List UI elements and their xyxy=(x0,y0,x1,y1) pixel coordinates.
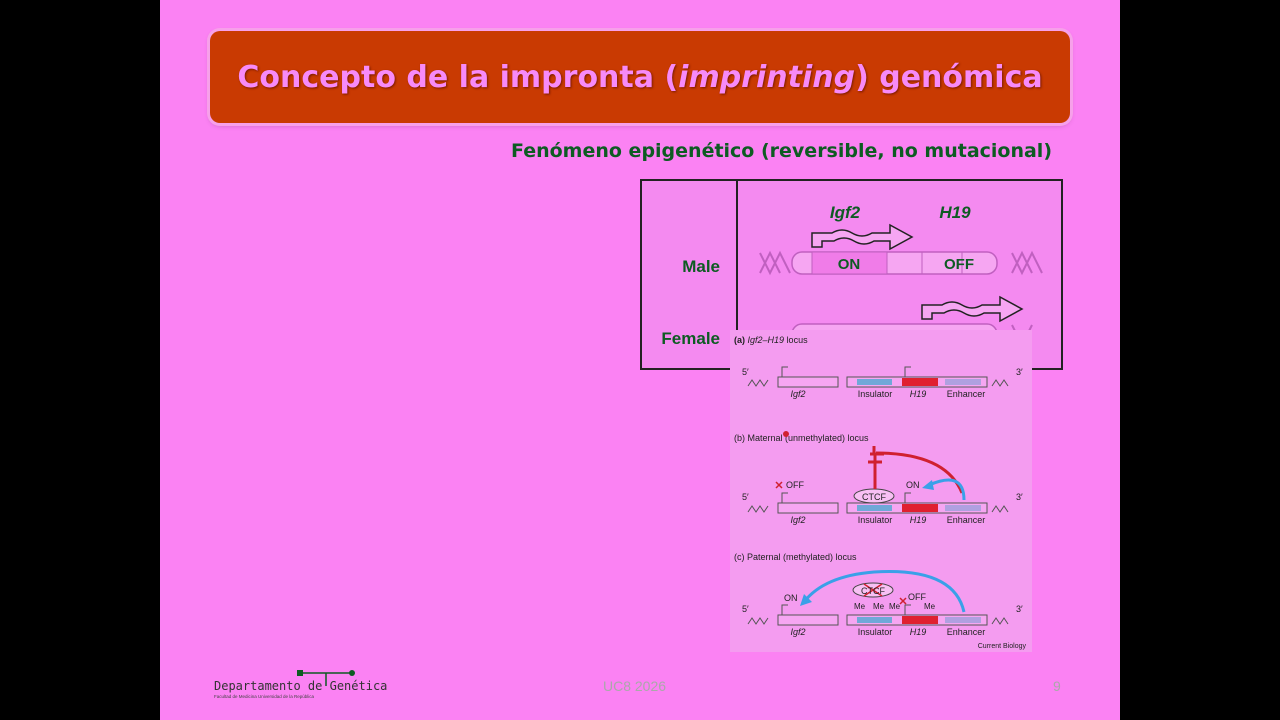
panel-b-igf2-off: OFF xyxy=(786,480,804,490)
panel-c-ctcf: CTCF xyxy=(861,586,885,596)
panel-c-insulator-label: Insulator xyxy=(858,627,893,637)
panel-a-h19-label: H19 xyxy=(910,389,927,399)
row-label-female: Female xyxy=(661,329,720,348)
department-subtext: Facultad de Medicina Universidad de la R… xyxy=(214,694,315,699)
panel-c-title: (c) Paternal (methylated) locus xyxy=(734,552,857,562)
locus-diagram: (a) Igf2–H19 locus 5′ 3′ Igf2 Insulator … xyxy=(730,330,1032,652)
locus-diagram-svg: (a) Igf2–H19 locus 5′ 3′ Igf2 Insulator … xyxy=(734,335,1027,650)
slide-title: Concepto de la impronta (imprinting) gen… xyxy=(237,60,1042,95)
gene-label-h19: H19 xyxy=(939,203,971,222)
panel-b-ctcf: CTCF xyxy=(862,492,886,502)
title-part1: Concepto de la impronta ( xyxy=(237,59,679,95)
me-mark-2: Me xyxy=(873,602,885,611)
panel-b-h19-label: H19 xyxy=(910,515,927,525)
me-mark-4: Me xyxy=(924,602,936,611)
slide: Concepto de la impronta (imprinting) gen… xyxy=(160,0,1120,720)
panel-b-5prime: 5′ xyxy=(742,492,749,502)
title-italic: imprinting xyxy=(678,59,856,95)
laser-pointer-dot xyxy=(783,431,789,437)
panel-b-igf2-label: Igf2 xyxy=(790,515,805,525)
panel-a-title: (a) Igf2–H19 locus xyxy=(734,335,808,345)
department-name: Departamento de Genética xyxy=(214,679,387,693)
panel-a-locus xyxy=(747,366,1009,388)
panel-b-h19-on: ON xyxy=(906,480,920,490)
panel-c-igf2-on: ON xyxy=(784,593,798,603)
panel-c-h19-off: OFF xyxy=(908,592,926,602)
panel-b-enhancer-label: Enhancer xyxy=(947,515,986,525)
title-bar: Concepto de la impronta (imprinting) gen… xyxy=(210,31,1070,123)
panel-c-3prime: 3′ xyxy=(1016,604,1023,614)
figure-credit: Current Biology xyxy=(978,643,1027,650)
panel-b-title: (b) Maternal (unmethylated) locus xyxy=(734,433,869,443)
panel-a-insulator-label: Insulator xyxy=(858,389,893,399)
department-logo: Departamento de Genética Facultad de Med… xyxy=(214,670,387,699)
panel-a-igf2-label: Igf2 xyxy=(790,389,805,399)
panel-a-5prime: 5′ xyxy=(742,367,749,377)
panel-c-igf2-label: Igf2 xyxy=(790,627,805,637)
panel-c-h19-label: H19 xyxy=(910,627,927,637)
gene-label-igf2: Igf2 xyxy=(830,203,861,222)
panel-c-enhancer-label: Enhancer xyxy=(947,627,986,637)
panel-b-3prime: 3′ xyxy=(1016,492,1023,502)
me-mark-3: Me xyxy=(889,602,901,611)
panel-c-locus xyxy=(747,570,1009,626)
panel-b-insulator-label: Insulator xyxy=(858,515,893,525)
slide-subtitle: Fenómeno epigenético (reversible, no mut… xyxy=(511,140,1053,162)
row-label-male: Male xyxy=(682,257,720,276)
title-part2: ) genómica xyxy=(855,59,1043,95)
figure-divider xyxy=(736,181,738,368)
male-igf2-state: ON xyxy=(838,256,861,273)
panel-b-locus xyxy=(747,446,1009,514)
me-mark-1: Me xyxy=(854,602,866,611)
male-h19-state: OFF xyxy=(944,256,974,273)
panel-c-5prime: 5′ xyxy=(742,604,749,614)
panel-a-3prime: 3′ xyxy=(1016,367,1023,377)
panel-a-enhancer-label: Enhancer xyxy=(947,389,986,399)
slide-page-number: 9 xyxy=(1053,678,1061,694)
footer-course-label: UC8 2026 xyxy=(603,678,667,694)
male-chromosome xyxy=(759,223,1043,276)
